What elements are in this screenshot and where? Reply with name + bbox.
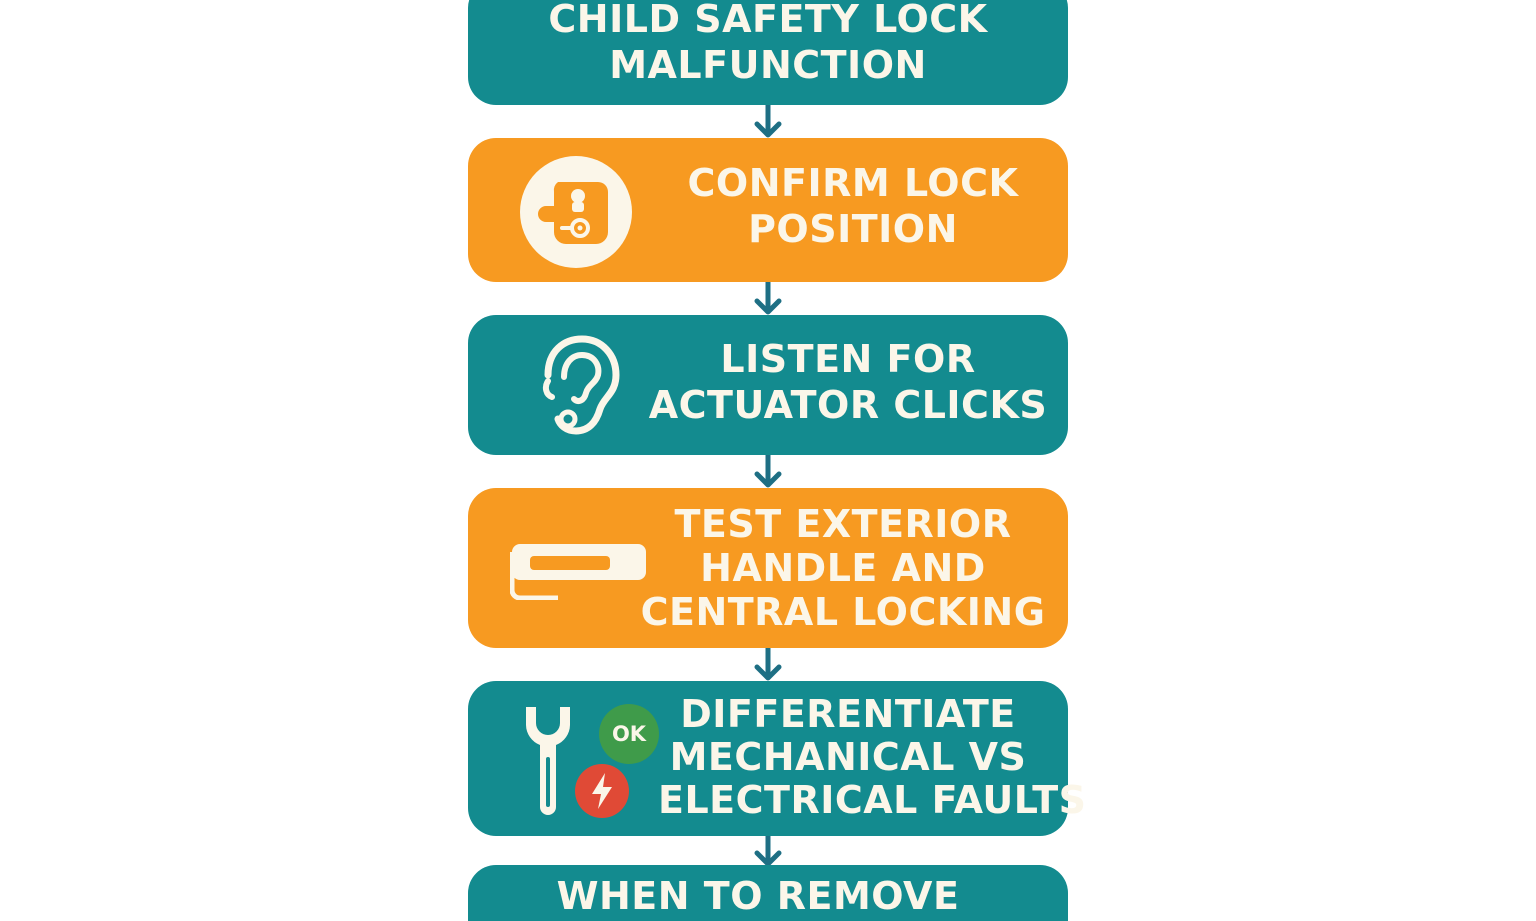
- door-handle-icon: [510, 544, 646, 600]
- wrench-icon: [526, 707, 570, 815]
- step-test-exterior-line-1: TEST EXTERIOR: [674, 502, 1012, 546]
- step-malfunction-line-2: MALFUNCTION: [609, 43, 927, 87]
- step-differentiate-line-1: DIFFERENTIATE: [680, 692, 1016, 736]
- step-confirm-lock-line-2: POSITION: [748, 207, 958, 251]
- step-malfunction-label: CHILD SAFETY LOCK MALFUNCTION: [468, 0, 1068, 88]
- lightning-bolt-icon: [575, 764, 629, 818]
- step-listen-line-1: LISTEN FOR: [720, 337, 976, 381]
- step-differentiate-line-3: ELECTRICAL FAULTS: [658, 778, 1087, 822]
- step-test-exterior: TEST EXTERIOR HANDLE AND CENTRAL LOCKING: [468, 488, 1068, 648]
- ok-badge-label: OK: [611, 722, 647, 746]
- step-test-exterior-line-3: CENTRAL LOCKING: [640, 590, 1046, 634]
- step-malfunction: CHILD SAFETY LOCK MALFUNCTION: [468, 0, 1068, 105]
- ear-icon: [542, 335, 620, 435]
- ok-badge-icon: [599, 704, 659, 764]
- step-test-exterior-line-2: HANDLE AND: [700, 546, 986, 590]
- flow-arrow: [754, 836, 782, 867]
- step-when-to-remove-line-1: WHEN TO REMOVE: [556, 874, 960, 918]
- door-lock-icon: [520, 156, 632, 268]
- flow-arrow: [754, 282, 782, 315]
- flow-arrow: [754, 455, 782, 488]
- step-listen: LISTEN FOR ACTUATOR CLICKS: [468, 315, 1068, 455]
- step-malfunction-line-1: CHILD SAFETY LOCK: [548, 0, 988, 41]
- flow-arrow: [754, 105, 782, 138]
- step-differentiate-label: DIFFERENTIATE MECHANICAL VS ELECTRICAL F…: [658, 692, 1087, 822]
- step-test-exterior-label: TEST EXTERIOR HANDLE AND CENTRAL LOCKING: [638, 502, 1048, 634]
- step-when-to-remove: WHEN TO REMOVE: [468, 865, 1068, 921]
- step-differentiate: OK DIFFERENTIATE MECHANICAL VS ELECTRICA…: [468, 681, 1087, 836]
- step-differentiate-line-2: MECHANICAL VS: [669, 735, 1027, 779]
- step-listen-label: LISTEN FOR ACTUATOR CLICKS: [638, 336, 1058, 428]
- step-when-to-remove-label: WHEN TO REMOVE: [468, 873, 1048, 919]
- step-listen-line-2: ACTUATOR CLICKS: [648, 383, 1048, 427]
- step-confirm-lock-label: CONFIRM LOCK POSITION: [638, 160, 1068, 252]
- step-confirm-lock: CONFIRM LOCK POSITION: [468, 138, 1068, 282]
- flow-arrow: [754, 648, 782, 681]
- step-confirm-lock-line-1: CONFIRM LOCK: [687, 161, 1019, 205]
